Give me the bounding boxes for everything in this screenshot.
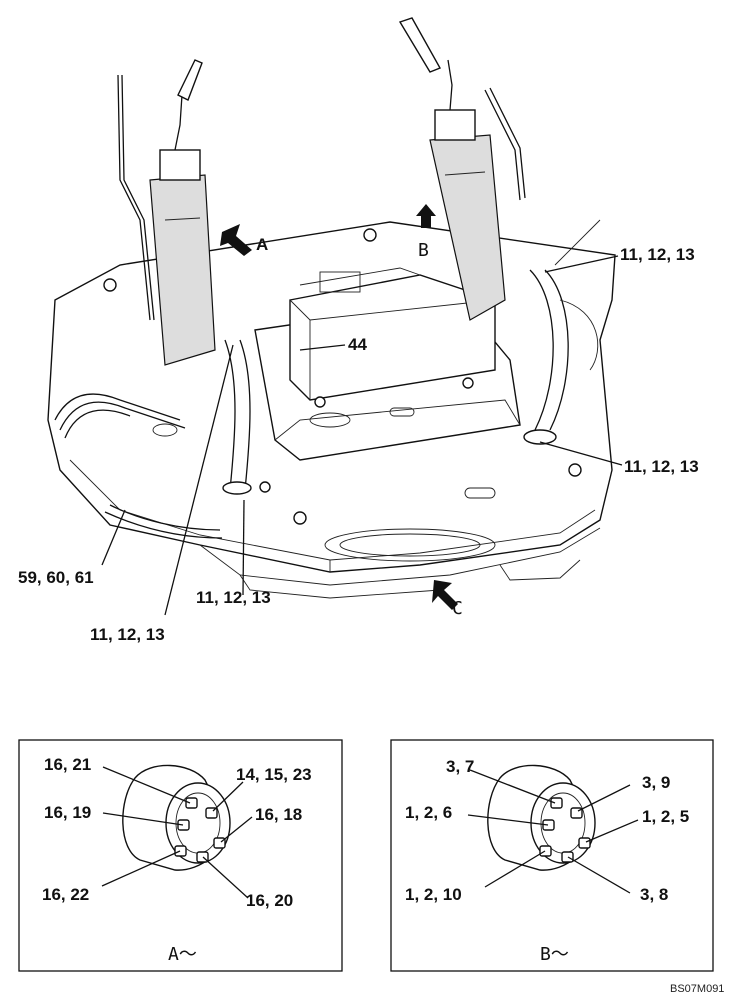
detail-b-callout-3-9: 3, 9: [642, 773, 670, 792]
detail-a-callout-16-21: 16, 21: [44, 755, 91, 774]
detail-a-caption: A～: [168, 944, 197, 965]
detail-b-callout-3-8: 3, 8: [640, 885, 668, 904]
callout-11-12-13-left: 11, 12, 13: [90, 625, 165, 644]
callout-11-12-13-right-lower: 11, 12, 13: [624, 457, 699, 476]
detail-a-frame: [18, 739, 343, 972]
view-arrow-a-label: A: [256, 235, 268, 254]
detail-b-callout-3-7: 3, 7: [446, 757, 474, 776]
detail-b-callout-1-2-10: 1, 2, 10: [405, 885, 462, 904]
detail-b-frame: [390, 739, 714, 972]
callout-44: 44: [348, 335, 367, 354]
view-arrow-b-label: B: [418, 240, 429, 261]
callout-11-12-13-center: 11, 12, 13: [196, 588, 271, 607]
detail-b-callout-1-2-5: 1, 2, 5: [642, 807, 689, 826]
detail-b-valve: [487, 764, 596, 871]
detail-a-leaders: [101, 766, 253, 899]
detail-a-callout-16-22: 16, 22: [42, 885, 89, 904]
detail-a-callout-14-15-23: 14, 15, 23: [236, 765, 312, 784]
view-arrow-c: [432, 580, 458, 610]
detail-a-valve: [122, 764, 231, 871]
main-leader-lines: [101, 255, 623, 616]
detail-b-caption: B～: [540, 944, 569, 965]
view-arrow-a: [220, 224, 252, 256]
view-arrow-b: [416, 204, 436, 228]
view-arrow-c-label: C: [452, 598, 463, 619]
detail-a-callout-16-18: 16, 18: [255, 805, 302, 824]
main-assembly-drawing: [47, 17, 616, 599]
detail-a-callout-16-19: 16, 19: [44, 803, 91, 822]
callout-59-60-61: 59, 60, 61: [18, 568, 94, 587]
detail-b-callout-1-2-6: 1, 2, 6: [405, 803, 452, 822]
drawing-code: BS07M091: [670, 983, 724, 995]
callout-11-12-13-right-upper: 11, 12, 13: [620, 245, 695, 264]
detail-a-callout-16-20: 16, 20: [246, 891, 293, 910]
detail-b-leaders: [467, 769, 639, 894]
